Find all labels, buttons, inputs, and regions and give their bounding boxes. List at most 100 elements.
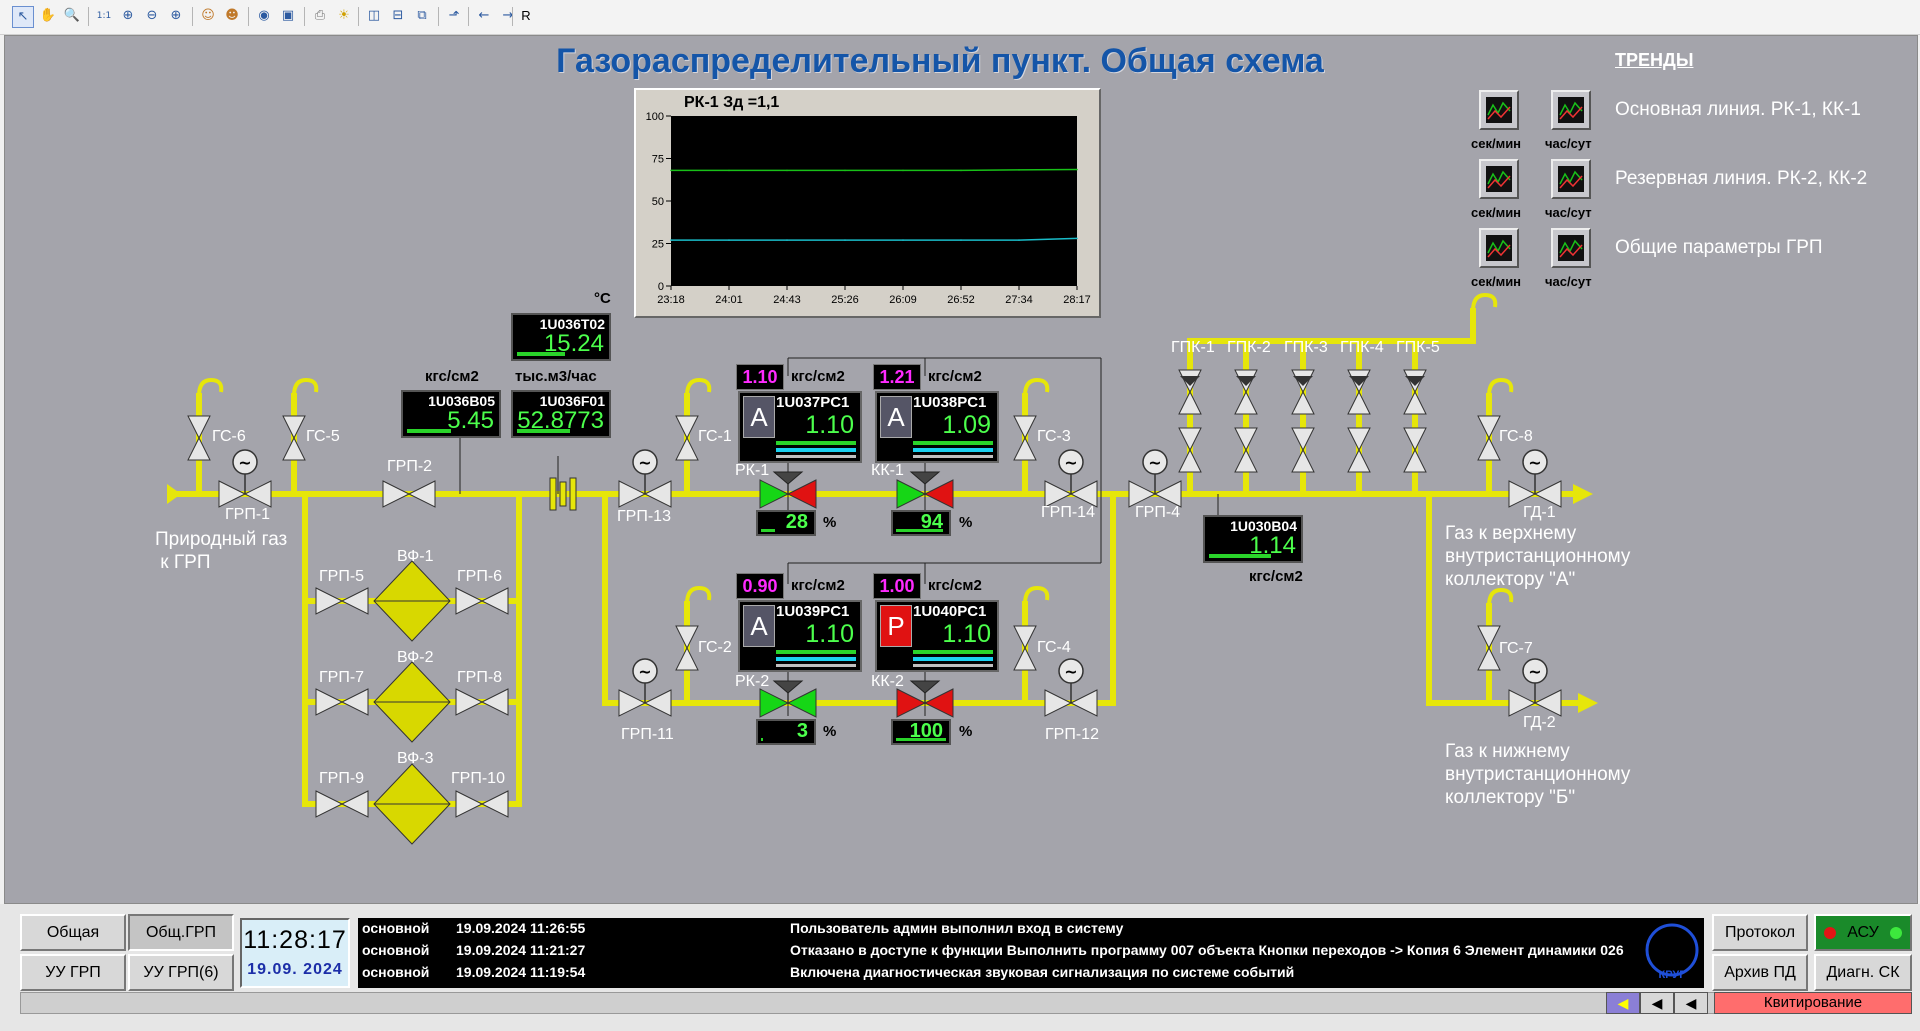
users-icon[interactable]: ☺ bbox=[201, 8, 215, 23]
valve-gs6-icon-b bbox=[187, 436, 211, 461]
trend-hour-icon-3[interactable] bbox=[1551, 228, 1591, 268]
valve-label-rk1: РК-1 bbox=[735, 462, 770, 479]
regulator-pc37[interactable]: A 1U037PC1 1.10 bbox=[738, 391, 862, 463]
series-2-point bbox=[728, 239, 730, 241]
windows-icon[interactable]: ⧉ bbox=[417, 8, 427, 23]
filter-label-vf2: ВФ-2 bbox=[397, 649, 434, 666]
sound-icon-3[interactable]: ◀ bbox=[1674, 992, 1708, 1014]
print-icon[interactable]: ⎙ bbox=[314, 8, 326, 23]
trend-label-1[interactable]: Основная линия. РК-1, КК-1 bbox=[1615, 99, 1861, 120]
valve-label-gs1: ГС-1 bbox=[698, 428, 732, 445]
regulator-pc39-mode[interactable]: A bbox=[743, 605, 775, 647]
nav-uu-grp-button[interactable]: УУ ГРП bbox=[20, 954, 126, 991]
trend-sec-caption-3: сек/мин bbox=[1471, 274, 1522, 289]
position-rk2-bar bbox=[761, 738, 763, 741]
magnifier-icon[interactable]: 🔍 bbox=[63, 8, 81, 23]
zoom-1to1-icon[interactable]: 1:1 bbox=[96, 11, 112, 21]
trend-sec-icon-1[interactable] bbox=[1479, 90, 1519, 130]
bulb-icon[interactable]: ☀ bbox=[338, 8, 350, 23]
valve-label-gpk4: ГПК-4 bbox=[1340, 339, 1384, 356]
sensor-b05[interactable]: 1U036B05 5.45 bbox=[401, 390, 501, 438]
trend-sec-icon-2[interactable] bbox=[1479, 159, 1519, 199]
position-rk1: 28 bbox=[756, 510, 816, 536]
sensor-f01[interactable]: 1U036F01 52.8773 bbox=[511, 390, 611, 438]
valve-grp8-icon bbox=[455, 688, 484, 716]
nav-obshaya-button[interactable]: Общая bbox=[20, 914, 126, 951]
series-2-point bbox=[670, 239, 672, 241]
asu-button[interactable]: АСУ bbox=[1814, 914, 1912, 951]
nav-uu-grp6-button[interactable]: УУ ГРП(6) bbox=[128, 954, 234, 991]
chart-title: РК-1 Зд =1,1 bbox=[684, 94, 780, 111]
trend-hour-icon-1[interactable] bbox=[1551, 90, 1591, 130]
select-arrow-icon[interactable]: ↖ bbox=[12, 6, 34, 28]
x-tick-label: 23:18 bbox=[657, 294, 685, 306]
setpoint-pc37[interactable]: 1.10 bbox=[736, 364, 784, 390]
valve-label-grp6: ГРП-6 bbox=[457, 568, 503, 585]
regulator-pc40[interactable]: Р 1U040PC1 1.10 bbox=[875, 600, 999, 672]
regulator-pc38-mode[interactable]: A bbox=[880, 396, 912, 438]
archive-button[interactable]: Архив ПД bbox=[1712, 954, 1808, 991]
hand-icon[interactable]: ✋ bbox=[39, 8, 57, 23]
svg-text:~: ~ bbox=[1064, 662, 1077, 681]
regulator-pc37-mode[interactable]: A bbox=[743, 396, 775, 438]
sensor-t02[interactable]: 1U036T02 15.24 bbox=[511, 313, 611, 361]
protocol-button[interactable]: Протокол bbox=[1712, 914, 1808, 951]
save-image-icon[interactable]: ▣ bbox=[281, 8, 295, 23]
valve-grp4-icon bbox=[1128, 480, 1157, 508]
zoom-out-icon[interactable]: ⊖ bbox=[146, 8, 158, 23]
zoom-fit-icon[interactable]: ⊕ bbox=[122, 8, 134, 23]
binoculars-icon[interactable]: ◉ bbox=[258, 8, 270, 23]
user-icon[interactable]: ☻ bbox=[225, 8, 239, 23]
valve-gpk1-icon-b bbox=[1178, 390, 1202, 415]
series-1-point bbox=[786, 169, 788, 172]
nav-obsh-grp-button[interactable]: Общ.ГРП bbox=[128, 914, 234, 951]
valve-label-gs8: ГС-8 bbox=[1499, 428, 1533, 445]
regulator-pc39[interactable]: A 1U039PC1 1.10 bbox=[738, 600, 862, 672]
trend-label-2[interactable]: Резервная линия. РК-2, КК-2 bbox=[1615, 168, 1868, 189]
valve-grp4-icon-b bbox=[1153, 480, 1182, 508]
setpoint-pc40[interactable]: 1.00 bbox=[873, 573, 921, 599]
ack-button[interactable]: Квитирование bbox=[1714, 992, 1912, 1014]
valve-gd1-icon bbox=[1508, 480, 1537, 508]
sensor-b04[interactable]: 1U030B04 1.14 bbox=[1203, 515, 1303, 563]
series-1-point bbox=[1018, 169, 1020, 171]
krug-logo: КРУГ bbox=[1644, 920, 1700, 982]
series-2-point bbox=[902, 239, 904, 241]
r-button[interactable]: R bbox=[521, 8, 531, 23]
event-message: Пользователь админ выполнил вход в систе… bbox=[790, 920, 1124, 936]
arrow-right-icon[interactable]: → bbox=[502, 8, 514, 23]
trend-sec-icon-3[interactable] bbox=[1479, 228, 1519, 268]
window-split-horizontal-icon[interactable]: ⊟ bbox=[392, 8, 404, 23]
valve-grp2-icon-b bbox=[407, 480, 436, 508]
window-split-vertical-icon[interactable]: ◫ bbox=[367, 8, 381, 23]
regulator-pc38[interactable]: A 1U038PC1 1.09 bbox=[875, 391, 999, 463]
dest-upper-line2: внутристанционному bbox=[1445, 546, 1631, 567]
position-kk2-unit: % bbox=[959, 723, 973, 740]
setpoint-pc37-unit: кгс/см2 bbox=[791, 368, 845, 385]
series-line-2 bbox=[671, 237, 1078, 241]
valve-label-gpk5: ГПК-5 bbox=[1396, 339, 1440, 356]
diag-button[interactable]: Диагн. СК bbox=[1814, 954, 1912, 991]
window-arrow-icon[interactable]: ⬏ bbox=[448, 8, 460, 23]
arrow-left-icon[interactable]: ← bbox=[478, 8, 490, 23]
svg-text:~: ~ bbox=[1148, 453, 1161, 472]
valve-grp9-icon-b bbox=[340, 790, 369, 818]
zoom-in-icon[interactable]: ⊕ bbox=[170, 8, 182, 23]
gas-source-line1: Природный газ bbox=[155, 529, 288, 550]
trend-hour-icon-2[interactable] bbox=[1551, 159, 1591, 199]
setpoint-pc38[interactable]: 1.21 bbox=[873, 364, 921, 390]
sound-icon-1[interactable]: ◀ bbox=[1606, 992, 1640, 1014]
valve-kk1-icon-b bbox=[923, 479, 954, 509]
setpoint-pc39[interactable]: 0.90 bbox=[736, 573, 784, 599]
valve-grp8-icon-b bbox=[480, 688, 509, 716]
actuator-grp4-icon bbox=[1142, 449, 1168, 475]
regulator-pc40-mode[interactable]: Р bbox=[880, 605, 912, 647]
valve-gd1-icon-b bbox=[1533, 480, 1562, 508]
sound-icon-2[interactable]: ◀ bbox=[1640, 992, 1674, 1014]
trend-label-3[interactable]: Общие параметры ГРП bbox=[1615, 237, 1823, 258]
